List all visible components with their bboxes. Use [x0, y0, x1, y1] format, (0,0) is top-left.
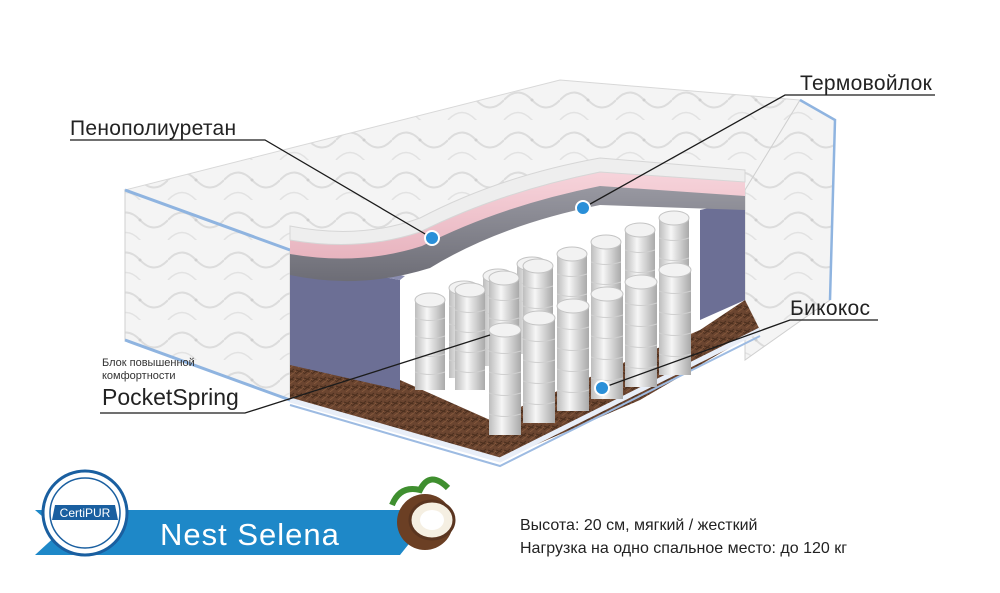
spring-block-note-line2: комфортности — [102, 370, 176, 382]
felt-marker-dot — [575, 200, 591, 216]
certipur-badge-label: CertiPUR — [60, 506, 111, 520]
pocket-spring — [522, 310, 556, 423]
pocket-spring — [590, 286, 624, 399]
spring-block-note-line1: Блок повышенной — [102, 357, 195, 369]
coir-marker-dot — [594, 380, 610, 396]
coir-layer — [290, 300, 760, 460]
pocket-spring — [454, 282, 486, 390]
pocket-spring — [556, 298, 590, 411]
callout-lines — [70, 94, 935, 414]
callout-felt-label: Термовойлок — [800, 72, 933, 95]
spring-block-note: Блок повышенной комфортности — [102, 357, 195, 383]
callout-springs-label: PocketSpring — [102, 384, 239, 410]
spec-height-firmness: Высота: 20 см, мягкий / жесткий — [520, 517, 758, 534]
side-foam-block-left — [290, 260, 400, 390]
product-banner — [35, 510, 420, 555]
pocket-springs — [414, 210, 692, 435]
spec-load: Нагрузка на одно спальное место: до 120 … — [520, 540, 848, 557]
side-foam-block-right — [700, 200, 745, 320]
certipur-badge-icon: CertiPUR — [41, 469, 129, 557]
coconut-icon — [389, 476, 456, 550]
product-name: Nest Selena — [160, 517, 340, 552]
felt-layer — [290, 182, 745, 282]
foam-marker-dot — [424, 230, 440, 246]
callout-coir-label: Бикокос — [790, 297, 871, 320]
pocket-spring — [414, 292, 446, 390]
pocket-spring — [488, 322, 522, 435]
callout-foam-label: Пенополиуретан — [70, 117, 237, 140]
